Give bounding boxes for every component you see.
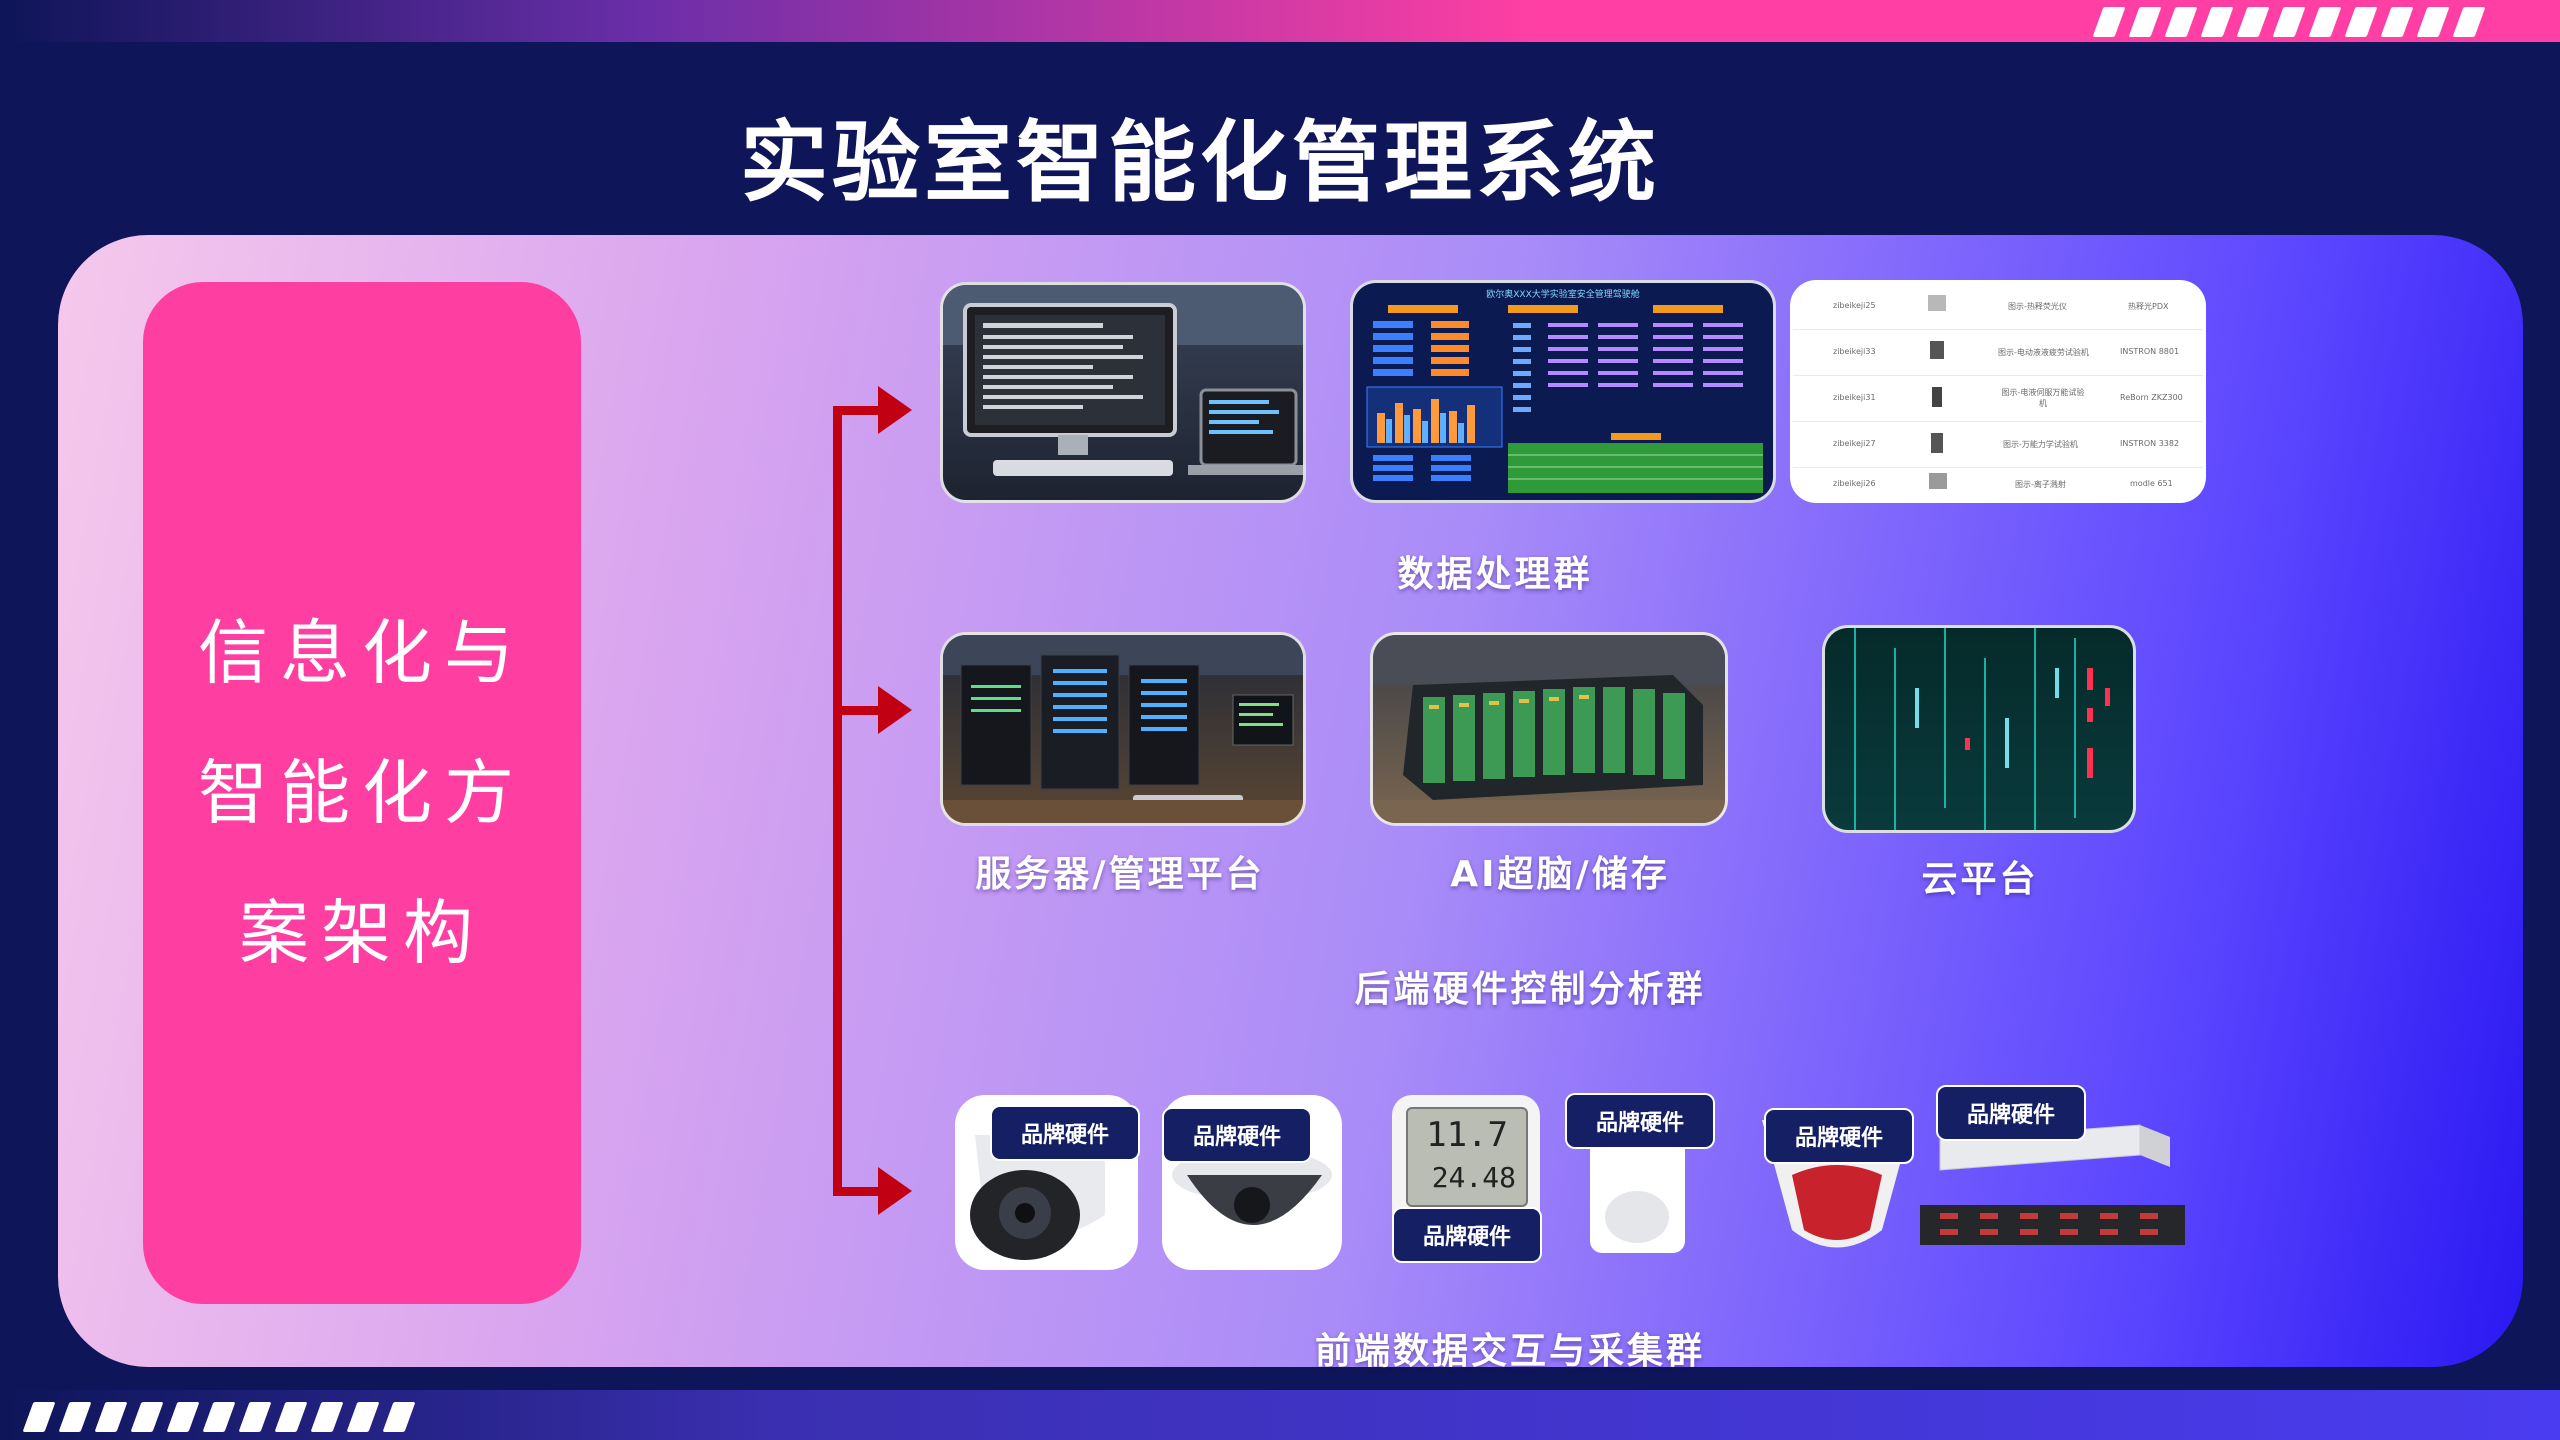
alarm-siren-device: 品牌硬件 (1752, 1100, 1922, 1260)
table-row: zibeikeji33 图示-电动液液疲劳试验机 INSTRON 8801 (1793, 329, 2203, 376)
table-row: zibeikeji27 图示-万能力学试验机 INSTRON 3382 (1793, 421, 2203, 468)
brand-hardware-tag: 品牌硬件 (1764, 1108, 1914, 1164)
row-model: INSTRON 3382 (2120, 439, 2180, 448)
arrow-head-top (878, 386, 912, 434)
equipment-thumbnail (1929, 473, 1947, 489)
dashboard-title: 欧尔奥XXX大学实验室安全管理驾驶舱 (1486, 288, 1640, 300)
dome-camera-device: 品牌硬件 (1162, 1095, 1342, 1270)
brand-hardware-tag: 品牌硬件 (1936, 1085, 2086, 1141)
arrow-head-bottom (878, 1167, 912, 1215)
thermometer-device: 11.7 24.48 品牌硬件 (1392, 1095, 1542, 1263)
row-model: modle 651 (2130, 479, 2173, 488)
equipment-thumbnail (1930, 341, 1944, 359)
equipment-thumbnail (1932, 387, 1942, 407)
top-stripes-decoration (2092, 7, 2486, 37)
row-id: zibeikeji31 (1833, 393, 1876, 402)
table-row: zibeikeji25 图示-热释荧光仪 热释光PDX (1793, 283, 2203, 330)
row-id: zibeikeji33 (1833, 347, 1876, 356)
row-name: 图示-万能力学试验机 (2003, 440, 2078, 449)
arrow-head-middle (878, 686, 912, 734)
equipment-thumbnail (1928, 295, 1946, 311)
server-rack-image (940, 632, 1306, 826)
table-row: zibeikeji26 图示-离子溅射 modle 651 (1793, 467, 2203, 500)
brand-hardware-tag: 品牌硬件 (1392, 1207, 1542, 1263)
branch-arrows (833, 386, 912, 1215)
row-name: 图示-离子溅射 (2015, 480, 2066, 489)
ai-storage-label: AI超脑/储存 (1450, 854, 1670, 895)
motion-sensor-body (1590, 1135, 1685, 1253)
server-management-label: 服务器/管理平台 (975, 854, 1265, 895)
row-id: zibeikeji27 (1833, 439, 1876, 448)
arrow-trunk (833, 410, 842, 1190)
nvr-storage-device: 品牌硬件 (1920, 1085, 2190, 1265)
bullet-camera-device: 品牌硬件 (955, 1095, 1140, 1270)
side-card-text: 信息化与 智能化方 案架构 (197, 583, 527, 1003)
side-card-line-2: 智能化方 (198, 752, 526, 834)
bottom-stripes-decoration (22, 1402, 416, 1432)
arrow-branch-top (833, 406, 878, 415)
safety-dashboard-image: 欧尔奥XXX大学实验室安全管理驾驶舱 (1350, 280, 1776, 503)
workstation-image (940, 282, 1306, 503)
arrow-branch-middle (833, 706, 878, 715)
row-model: ReBorn ZKZ300 (2120, 393, 2183, 402)
arrow-branch-bottom (833, 1187, 878, 1196)
row-model: 热释光PDX (2128, 302, 2169, 311)
side-card: 信息化与 智能化方 案架构 (143, 282, 581, 1304)
cloud-platform-label: 云平台 (1921, 859, 2039, 900)
cloud-platform-image (1822, 625, 2136, 833)
thermometer-display: 11.7 24.48 (1406, 1107, 1528, 1207)
brand-hardware-tag: 品牌硬件 (1162, 1107, 1312, 1163)
thermometer-upper-reading: 11.7 (1426, 1115, 1508, 1155)
ai-storage-image (1370, 632, 1728, 826)
data-processing-label: 数据处理群 (1397, 554, 1593, 595)
row-name: 图示-电动液液疲劳试验机 (1998, 348, 2089, 357)
row-name: 图示-电液伺服万能试验机 (2001, 388, 2085, 408)
row-id: zibeikeji26 (1833, 479, 1876, 488)
backend-group-label: 后端硬件控制分析群 (1354, 969, 1706, 1010)
row-model: INSTRON 8801 (2120, 347, 2180, 356)
motion-sensor-device: 品牌硬件 (1565, 1093, 1715, 1260)
row-id: zibeikeji25 (1833, 301, 1876, 310)
thermometer-lower-reading: 24.48 (1431, 1161, 1516, 1194)
side-card-line-3: 案架构 (239, 892, 485, 974)
equipment-thumbnail (1931, 433, 1943, 453)
side-card-line-1: 信息化与 (198, 612, 526, 694)
frontend-group-label: 前端数据交互与采集群 (1314, 1331, 1705, 1372)
table-row: zibeikeji31 图示-电液伺服万能试验机 ReBorn ZKZ300 (1793, 375, 2203, 422)
page-title: 实验室智能化管理系统 (739, 111, 1660, 214)
equipment-table-image: zibeikeji25 图示-热释荧光仪 热释光PDX zibeikeji33 … (1790, 280, 2206, 503)
brand-hardware-tag: 品牌硬件 (1565, 1093, 1715, 1149)
bottom-bar (0, 1390, 2560, 1440)
brand-hardware-tag: 品牌硬件 (990, 1105, 1140, 1161)
row-name: 图示-热释荧光仪 (2008, 302, 2067, 311)
